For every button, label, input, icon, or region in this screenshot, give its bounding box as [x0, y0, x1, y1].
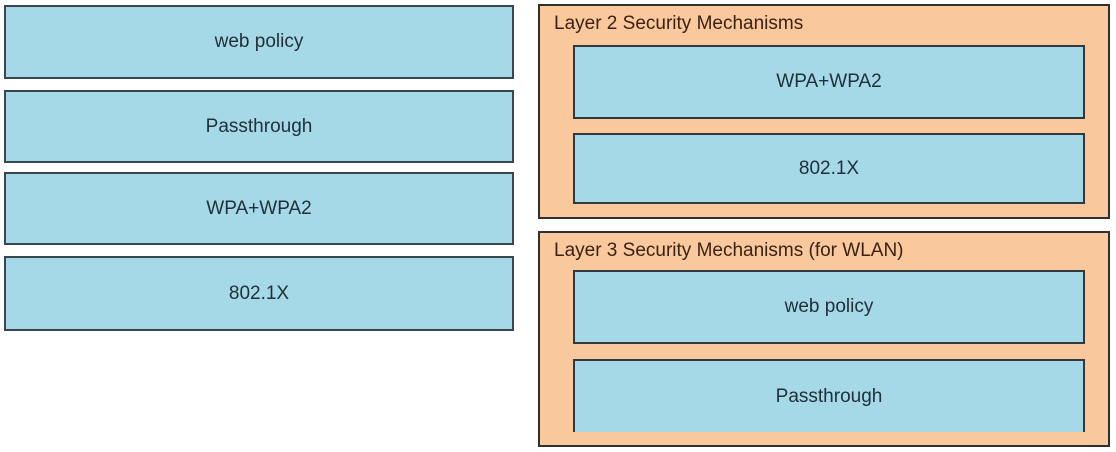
drag-item-passthrough[interactable]: Passthrough: [4, 90, 514, 163]
drop-zone-layer3-title: Layer 3 Security Mechanisms (for WLAN): [554, 240, 904, 261]
dropped-item-web-policy[interactable]: web policy: [573, 270, 1085, 344]
dropped-item-passthrough[interactable]: Passthrough: [573, 359, 1085, 432]
drag-item-8021x[interactable]: 802.1X: [4, 256, 514, 331]
dropped-item-8021x[interactable]: 802.1X: [573, 133, 1085, 204]
dropped-item-wpa-wpa2[interactable]: WPA+WPA2: [573, 45, 1085, 119]
drop-zone-layer3-security[interactable]: Layer 3 Security Mechanisms (for WLAN) w…: [538, 231, 1110, 447]
drop-zone-layer2-security[interactable]: Layer 2 Security Mechanisms WPA+WPA2 802…: [538, 4, 1110, 219]
drag-item-web-policy[interactable]: web policy: [4, 5, 514, 79]
drag-item-wpa-wpa2[interactable]: WPA+WPA2: [4, 172, 514, 245]
drop-zone-layer2-title: Layer 2 Security Mechanisms: [554, 13, 804, 34]
